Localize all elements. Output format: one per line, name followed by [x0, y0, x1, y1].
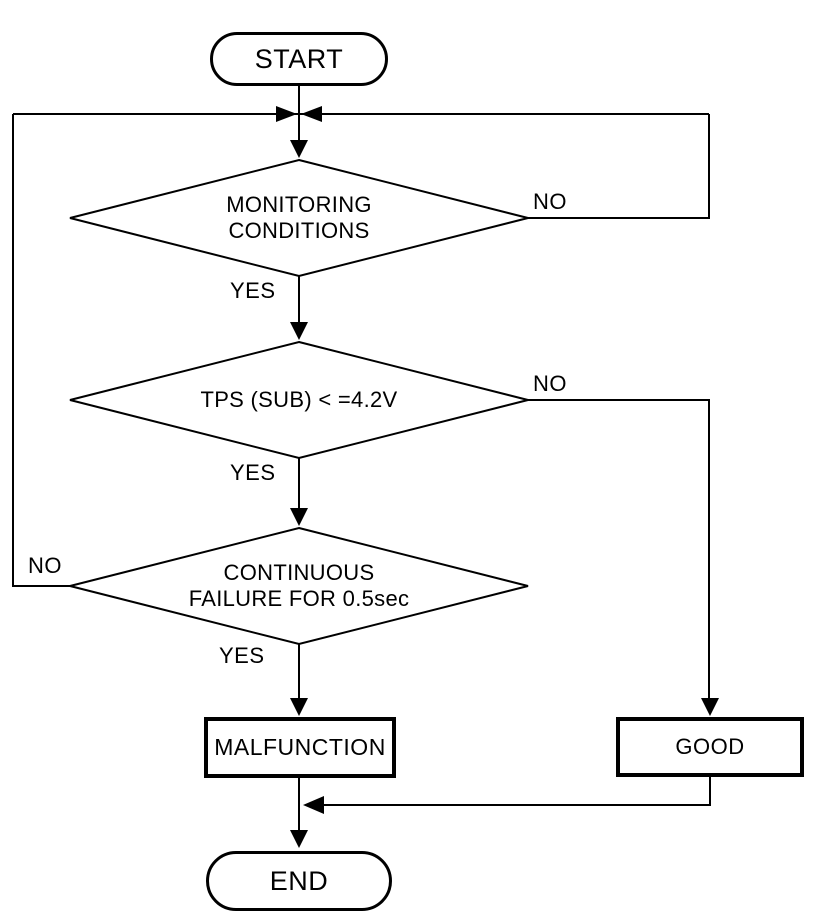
arrow-down-into-end-icon — [290, 830, 308, 848]
decision3-no-label: NO — [28, 553, 62, 578]
decision1-yes-label: YES — [230, 278, 276, 303]
good-box: GOOD — [616, 717, 804, 777]
decision2-label-line1: TPS (SUB) < =4.2V — [200, 387, 398, 412]
decision3-label-line2: FAILURE FOR 0.5sec — [188, 586, 410, 611]
connector-no-to-good — [528, 399, 710, 705]
arrow-down-into-decision2-icon — [290, 322, 308, 340]
decision2-diamond-shape — [69, 340, 529, 460]
end-node: END — [206, 851, 392, 911]
decision1-label-line2: CONDITIONS — [228, 218, 370, 243]
arrow-down-into-malfunction-icon — [290, 698, 308, 716]
decision1-label: MONITORING CONDITIONS — [169, 192, 429, 244]
merge-arrow-right-icon — [276, 106, 297, 122]
connector-no-loop-left — [12, 114, 70, 587]
arrow-down-into-decision3-icon — [290, 508, 308, 526]
decision2-label: TPS (SUB) < =4.2V — [169, 387, 429, 413]
decision2-no-label: NO — [533, 371, 567, 396]
decision3-yes-label: YES — [219, 643, 265, 668]
start-node: START — [210, 32, 388, 86]
decision3-diamond-shape — [69, 526, 529, 646]
arrow-down-into-good-icon — [701, 698, 719, 716]
start-node-label: START — [254, 43, 344, 74]
merge-arrow-left-icon — [301, 106, 322, 122]
connector-no-loop-right — [528, 114, 710, 219]
arrow-left-into-junction-icon — [303, 796, 324, 814]
malfunction-box: MALFUNCTION — [204, 717, 396, 778]
decision1-diamond-shape — [69, 158, 529, 278]
connector-good-to-junction — [312, 777, 711, 806]
decision3-label: CONTINUOUS FAILURE FOR 0.5sec — [149, 560, 449, 612]
decision1-label-line1: MONITORING — [226, 192, 372, 217]
arrow-down-into-decision1-icon — [290, 140, 308, 158]
end-node-label: END — [269, 865, 329, 896]
good-box-label: GOOD — [675, 734, 745, 759]
malfunction-box-label: MALFUNCTION — [214, 734, 386, 760]
decision2-yes-label: YES — [230, 460, 276, 485]
decision3-label-line1: CONTINUOUS — [223, 560, 375, 585]
decision1-no-label: NO — [533, 189, 567, 214]
